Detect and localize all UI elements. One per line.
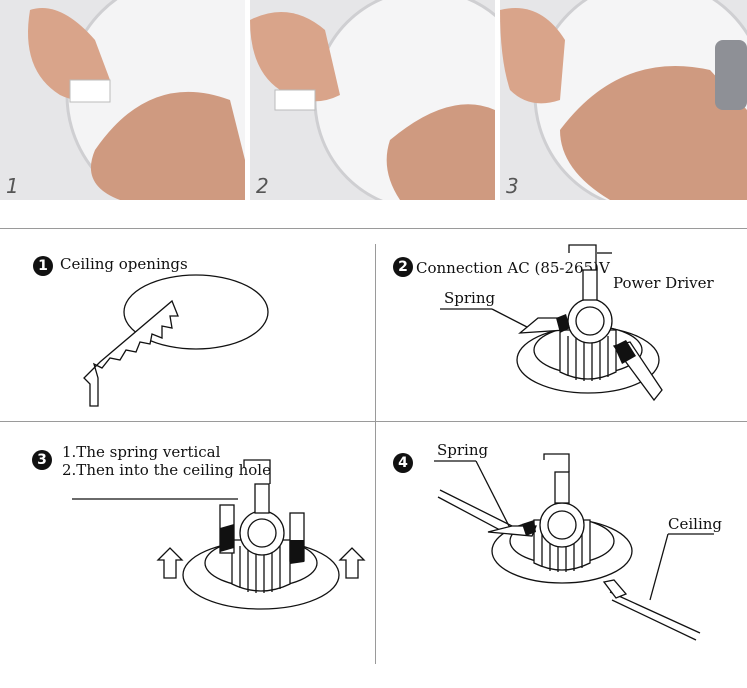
step-2-badge: 2 (393, 257, 413, 277)
step-1-badge: 1 (33, 256, 53, 276)
photo-number: 3 (506, 174, 519, 198)
spring-label-step-2: Spring (444, 289, 496, 307)
grid-divider-vertical (375, 244, 376, 664)
step-2-caption: Connection AC (85-265)V (416, 259, 610, 277)
photo-step-3: 3 (500, 0, 747, 200)
ceiling-opening-outline (123, 274, 269, 350)
power-driver-label: Power Driver (613, 274, 714, 292)
spring-label-step-4: Spring (437, 441, 489, 459)
keyhole-saw (83, 299, 179, 407)
photo-number: 2 (256, 174, 269, 198)
step-3-line-2: 2.Then into the ceiling hole (62, 461, 271, 479)
step-4-badge: 4 (393, 453, 413, 473)
ceiling-label: Ceiling (668, 515, 723, 533)
photo-3-illustration (500, 0, 747, 200)
photo-step-1: 1 (0, 0, 245, 200)
step-3-badge: 3 (32, 450, 52, 470)
photo-step-2: 2 (250, 0, 495, 200)
step-1-caption: Ceiling openings (60, 255, 188, 273)
photo-number: 1 (6, 174, 19, 198)
photo-2-illustration (250, 0, 495, 200)
step-3-line-1: 1.The spring vertical (62, 443, 221, 461)
grid-divider-horizontal (0, 421, 747, 422)
photo-1-illustration (0, 0, 245, 200)
section-divider-top (0, 228, 747, 229)
